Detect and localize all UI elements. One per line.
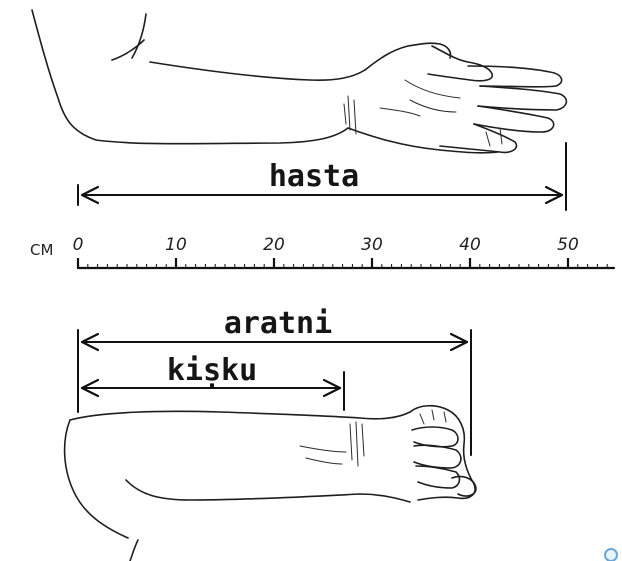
aratni-measurement: aratni [78, 306, 471, 455]
corner-badge-icon [604, 548, 618, 561]
open-hand-arm-illustration [32, 10, 566, 153]
aratni-label: aratni [224, 306, 332, 341]
ruler-tick-label: 0 [73, 235, 84, 255]
ruler-tick-labels: 0 10 20 30 40 50 [73, 235, 579, 255]
ruler-tick-label: 30 [361, 235, 383, 255]
ruler-unit-label: CM [30, 241, 53, 259]
hasta-label: hasta [269, 159, 359, 194]
ruler-tick-label: 20 [263, 235, 285, 255]
ruler-tick-label: 10 [165, 235, 187, 255]
ruler-tick-label: 40 [459, 235, 481, 255]
fist-arm-illustration [65, 406, 476, 561]
kisku-measurement: kiṣku [82, 353, 344, 410]
ruler-ticks [78, 258, 607, 268]
centimeter-ruler: CM 0 10 20 30 40 50 [30, 235, 614, 268]
kisku-label: kiṣku [167, 353, 257, 388]
ruler-tick-label: 50 [557, 235, 579, 255]
